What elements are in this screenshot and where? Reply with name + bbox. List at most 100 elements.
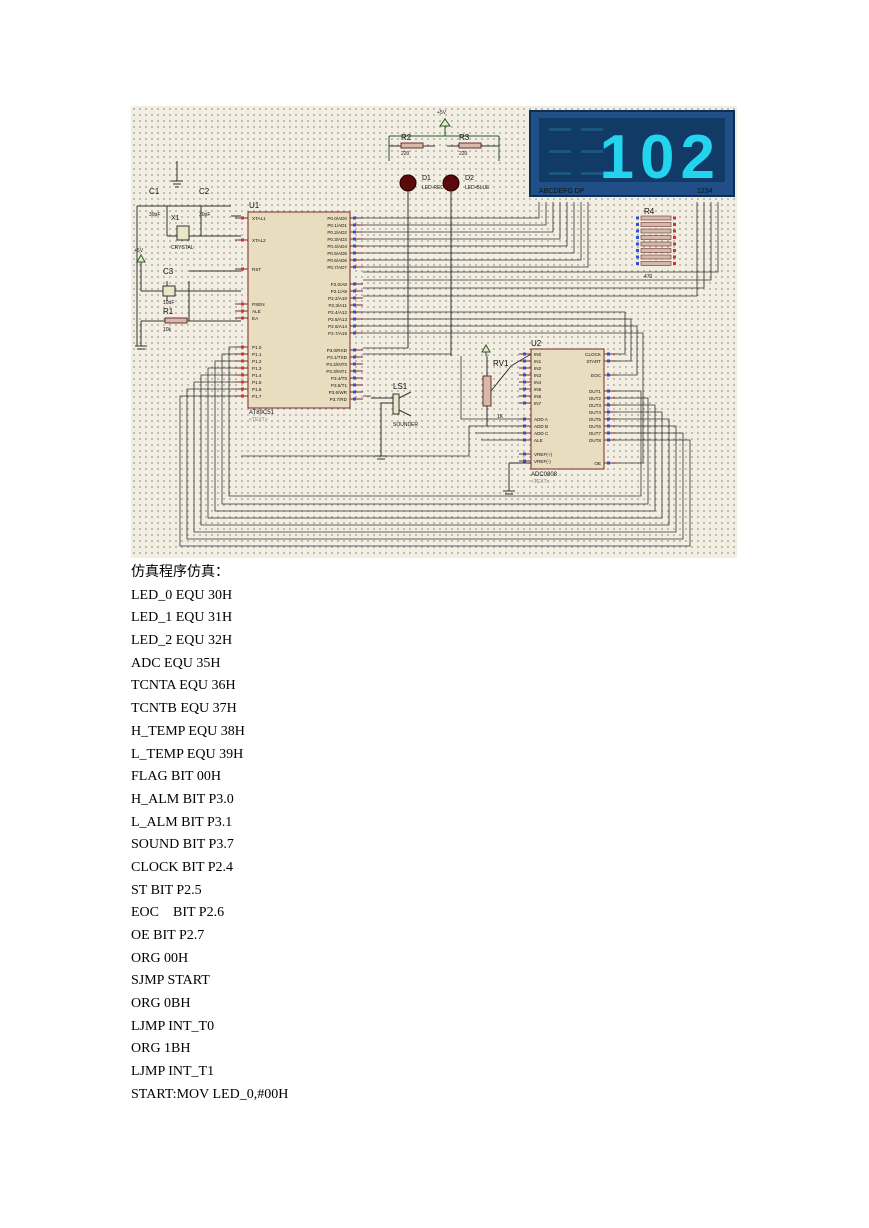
pin-marker <box>607 431 610 435</box>
u2-text-tag: <TEXT> <box>531 479 550 485</box>
pin-marker <box>353 237 356 241</box>
pin-marker <box>353 310 356 314</box>
pin-label: P2.4/A12 <box>328 310 347 315</box>
pin-marker <box>523 394 526 398</box>
resistor-element <box>640 261 672 266</box>
d1-label: D1 <box>422 175 431 182</box>
pin-label: OUT1 <box>589 389 602 394</box>
pin-label: P2.0/A8 <box>331 282 348 287</box>
pin-marker <box>353 289 356 293</box>
pin-marker <box>353 348 356 352</box>
code-line: LED_2 EQU 32H <box>131 633 233 649</box>
resistor-element <box>640 228 672 234</box>
pin-label: IN4 <box>534 380 542 385</box>
pin-marker <box>607 410 610 414</box>
pin-marker <box>523 438 526 442</box>
ls1-label: LS1 <box>393 382 408 391</box>
wire <box>363 325 638 376</box>
seven-segment-display: 102 ABCDEFG DP 1234 <box>529 110 735 197</box>
pin-marker <box>353 324 356 328</box>
pin-label: P3.1/TXD <box>327 355 348 360</box>
c2-value: 30pF <box>199 212 210 218</box>
pin-label: XTAL1 <box>252 216 266 221</box>
pin-label: IN0 <box>534 352 542 357</box>
sounder <box>371 391 412 460</box>
pin-label: P1.3 <box>252 366 262 371</box>
pin-label: RST <box>252 267 261 272</box>
u2-ref: U2 <box>531 339 542 348</box>
resistor-element <box>640 241 672 247</box>
pin-label: OUT5 <box>589 417 602 422</box>
pin-marker <box>353 251 356 255</box>
r3-label: R3 <box>459 133 470 142</box>
pin-label: START <box>586 359 601 364</box>
wire <box>363 202 568 247</box>
code-line: 仿真程序仿真： <box>131 565 229 580</box>
pin-label: P3.0/RXD <box>327 348 348 353</box>
r2-label: R2 <box>401 133 412 142</box>
pin-marker <box>241 302 244 306</box>
pin-marker <box>353 331 356 335</box>
code-line: LED_1 EQU 31H <box>131 610 233 626</box>
pin-marker <box>636 236 639 239</box>
pin-marker <box>353 223 356 227</box>
pin-marker <box>241 366 244 370</box>
code-line: FLAG BIT 00H <box>131 769 221 785</box>
pin-label: ADD C <box>534 431 549 436</box>
c3-value: 10uF <box>163 300 174 306</box>
c1-label: C1 <box>149 187 160 196</box>
pin-label: IN7 <box>534 401 542 406</box>
code-line: ORG 00H <box>131 950 189 966</box>
ls1-part: SOUNDER <box>393 422 418 428</box>
pin-label: OUT4 <box>589 410 602 415</box>
pin-marker <box>241 387 244 391</box>
pin-label: OUT2 <box>589 396 602 401</box>
pin-marker <box>523 417 526 421</box>
pin-marker <box>241 267 244 271</box>
wire <box>214 360 656 512</box>
pin-label: P2.7/A15 <box>328 331 347 336</box>
pin-marker <box>607 396 610 400</box>
pin-marker <box>241 352 244 356</box>
wire <box>221 353 649 505</box>
pin-marker <box>353 296 356 300</box>
pin-marker <box>241 394 244 398</box>
pin-label: P2.1/A9 <box>331 289 348 294</box>
wire <box>193 381 677 533</box>
pin-label: IN5 <box>534 387 542 392</box>
pin-marker <box>523 459 526 463</box>
pin-marker <box>636 216 639 220</box>
pin-label: P1.7 <box>252 394 262 399</box>
power-label: +5V <box>437 110 447 116</box>
pin-marker <box>241 359 244 363</box>
pin-marker <box>607 389 610 393</box>
assembly-code: 仿真程序仿真： LED_0 EQU 30H LED_1 EQU 31H LED_2 E… <box>131 562 731 1107</box>
pin-label: OUT7 <box>589 431 602 436</box>
pin-marker <box>241 216 244 220</box>
d1-part: LED-RED <box>422 185 444 191</box>
u1-text-tag: <TEXT> <box>249 417 268 423</box>
pin-label: P2.5/A13 <box>328 317 347 322</box>
pin-label: P0.3/AD3 <box>327 237 347 242</box>
code-line: ADC EQU 35H <box>131 655 221 671</box>
pin-marker <box>636 262 639 265</box>
code-line: LED_0 EQU 30H <box>131 587 233 603</box>
code-line: SOUND BIT P3.7 <box>131 837 234 853</box>
pin-marker <box>607 461 610 465</box>
pin-label: P0.5/AD5 <box>327 251 347 256</box>
pin-marker <box>241 380 244 384</box>
pin-label: VREF(+) <box>534 452 552 457</box>
r1-label: R1 <box>163 307 174 316</box>
pin-label: P0.7/AD7 <box>327 265 347 270</box>
pin-label: P1.6 <box>252 387 262 392</box>
pin-marker <box>607 373 610 377</box>
pin-label: P0.1/AD1 <box>327 223 347 228</box>
pin-label: P3.4/T0 <box>331 376 348 381</box>
pin-label: XTAL2 <box>252 238 266 243</box>
pin-marker <box>353 369 356 373</box>
pin-marker <box>607 403 610 407</box>
code-line: EOC BIT P2.6 <box>131 905 225 921</box>
pin-marker <box>353 383 356 387</box>
wire <box>363 202 561 240</box>
r4-label: R4 <box>644 207 655 216</box>
